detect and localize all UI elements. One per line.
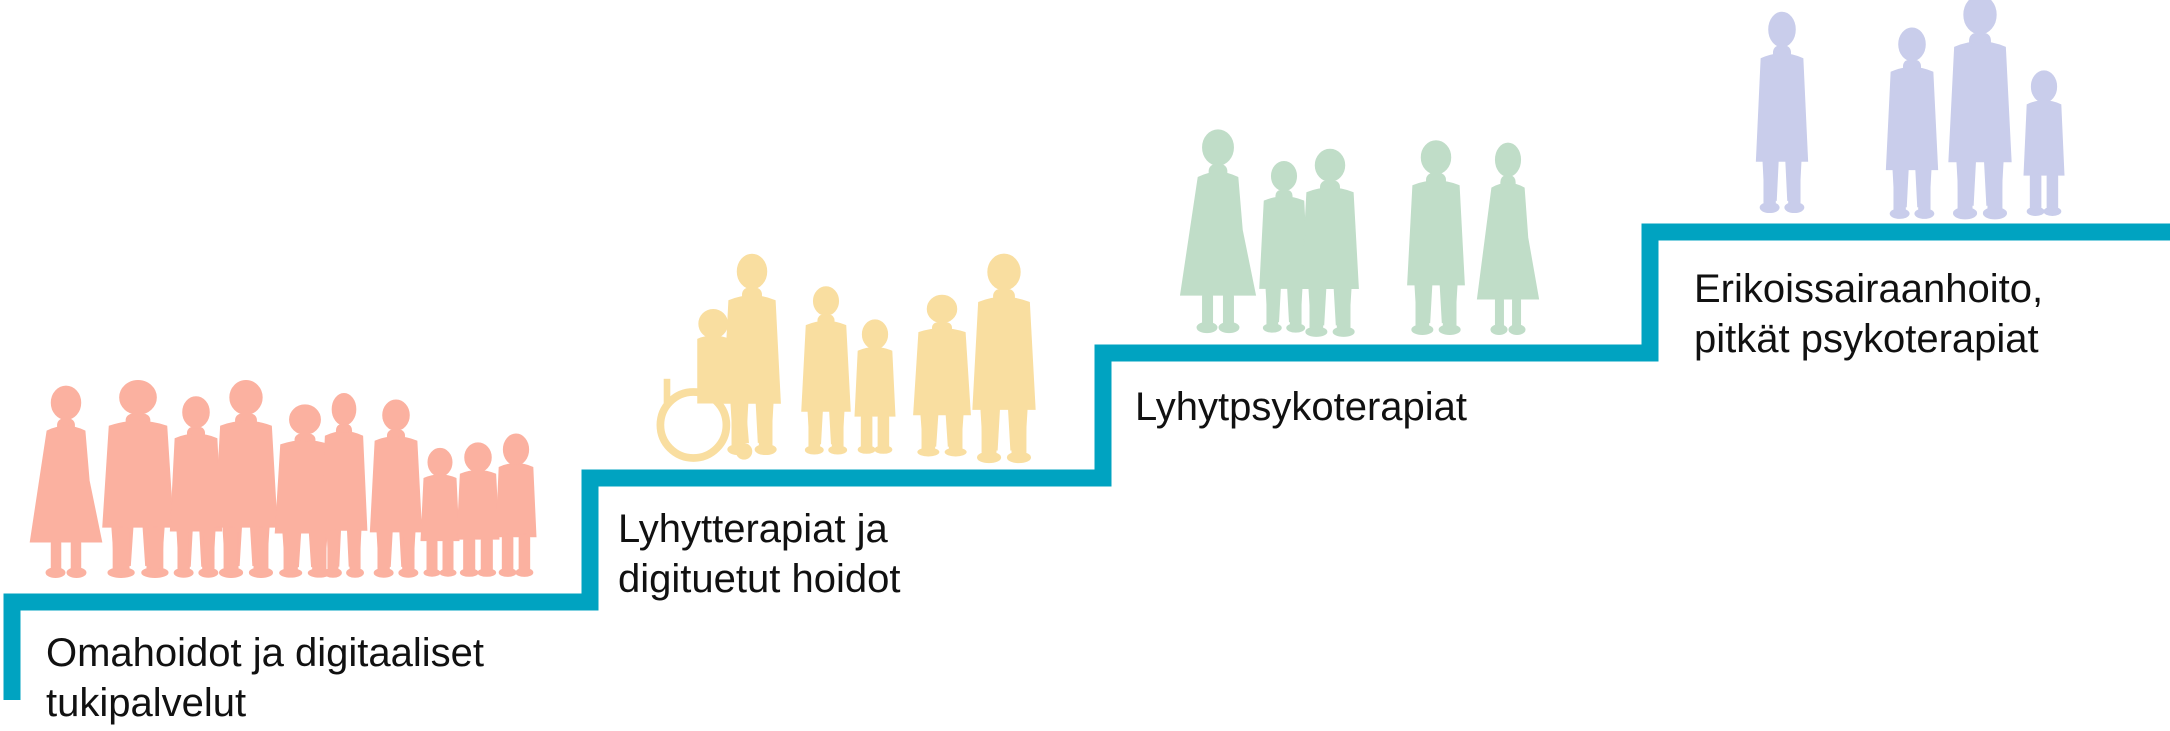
people-group-icon (29, 379, 537, 579)
people-group-with-wheelchair-icon (660, 253, 1036, 464)
people-group-icon (1755, 0, 2065, 220)
people-group-icon (1179, 129, 1540, 337)
step-1-label: Omahoidot ja digitaaliset tukipalvelut (46, 631, 485, 725)
step-4-label: Erikoissairaanhoito, pitkät psykoterapia… (1694, 267, 2044, 361)
step-3-label: Lyhytpsykoterapiat (1135, 385, 1468, 429)
step-2-label: Lyhytterapiat ja digituetut hoidot (618, 507, 901, 601)
staircase-line (3, 223, 2170, 700)
